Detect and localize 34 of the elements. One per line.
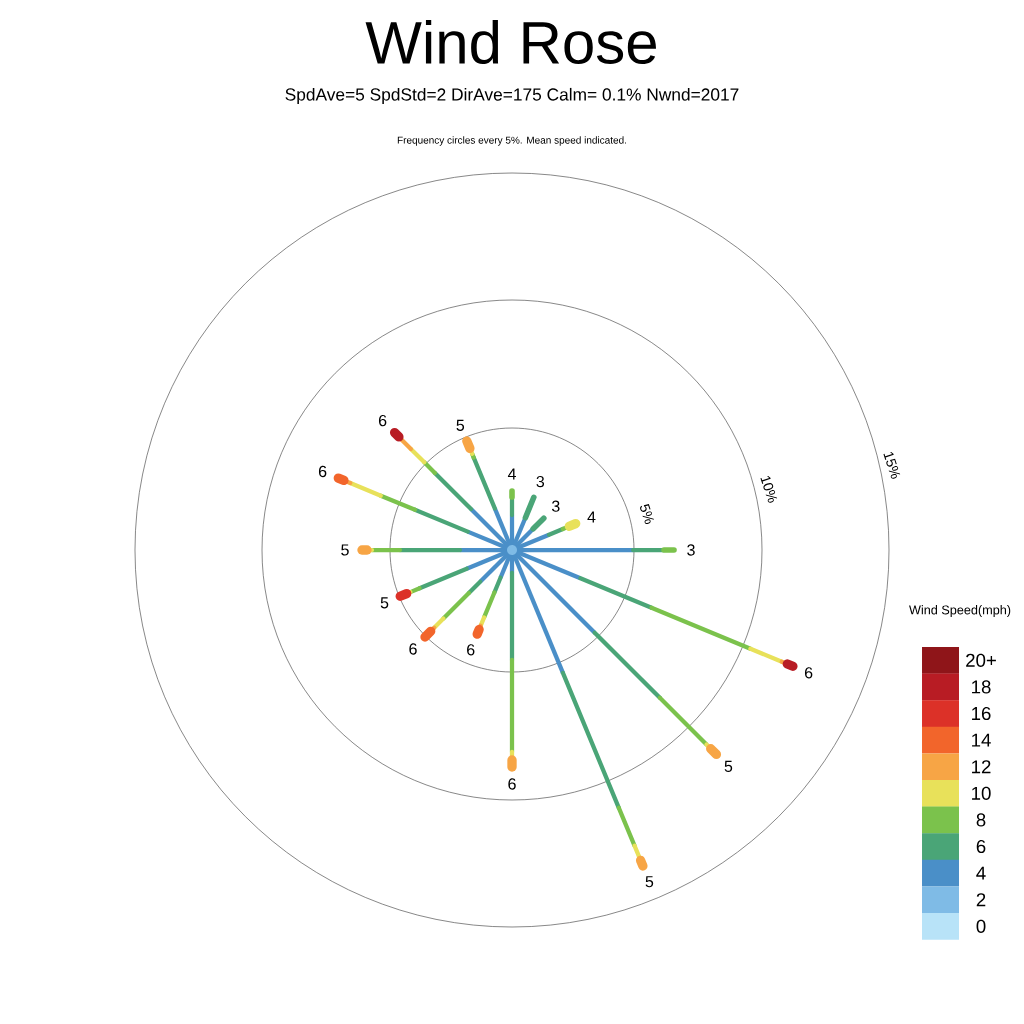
speed-label: 5 (645, 876, 654, 888)
legend-label: 6 (976, 839, 986, 854)
stats-line: SpdAve=5 SpdStd=2 DirAve=175 Calm= 0.1% Nwnd=2017 (285, 87, 739, 105)
ring-label: 10% (760, 475, 778, 503)
speed-label: 5 (341, 544, 349, 556)
speed-label: 5 (456, 419, 465, 431)
legend-label: 8 (976, 813, 986, 827)
speed-label: 5 (380, 597, 389, 609)
legend-title: Wind Speed(mph) (909, 605, 1011, 617)
speed-label: 6 (318, 465, 327, 478)
legend-label: 14 (972, 733, 991, 747)
chart-note: Frequency circles every 5%. Mean speed indicated. (397, 136, 626, 146)
legend-label: 18 (972, 680, 991, 694)
legend-label: 16 (972, 706, 991, 721)
speed-label: 4 (587, 511, 596, 523)
legend-label: 2 (976, 893, 986, 907)
ring-label: 15% (883, 451, 901, 479)
speed-label: 4 (507, 468, 516, 480)
speed-label: 6 (805, 667, 813, 679)
legend-label: 10 (972, 786, 991, 800)
speed-label: 6 (508, 778, 516, 790)
legend-label: 0 (976, 919, 986, 933)
speed-label: 6 (467, 644, 475, 656)
legend-label: 12 (972, 760, 991, 774)
speed-label: 5 (724, 760, 733, 772)
speed-label: 3 (551, 500, 560, 512)
legend-label: 4 (976, 866, 986, 880)
legend-label: 20+ (966, 653, 996, 667)
chart-title: Wind Rose (365, 19, 656, 65)
speed-label: 3 (536, 475, 545, 488)
speed-label: 6 (378, 414, 387, 427)
speed-label: 6 (409, 643, 417, 655)
ring-label: 5% (640, 504, 654, 524)
speed-label: 3 (687, 544, 695, 556)
